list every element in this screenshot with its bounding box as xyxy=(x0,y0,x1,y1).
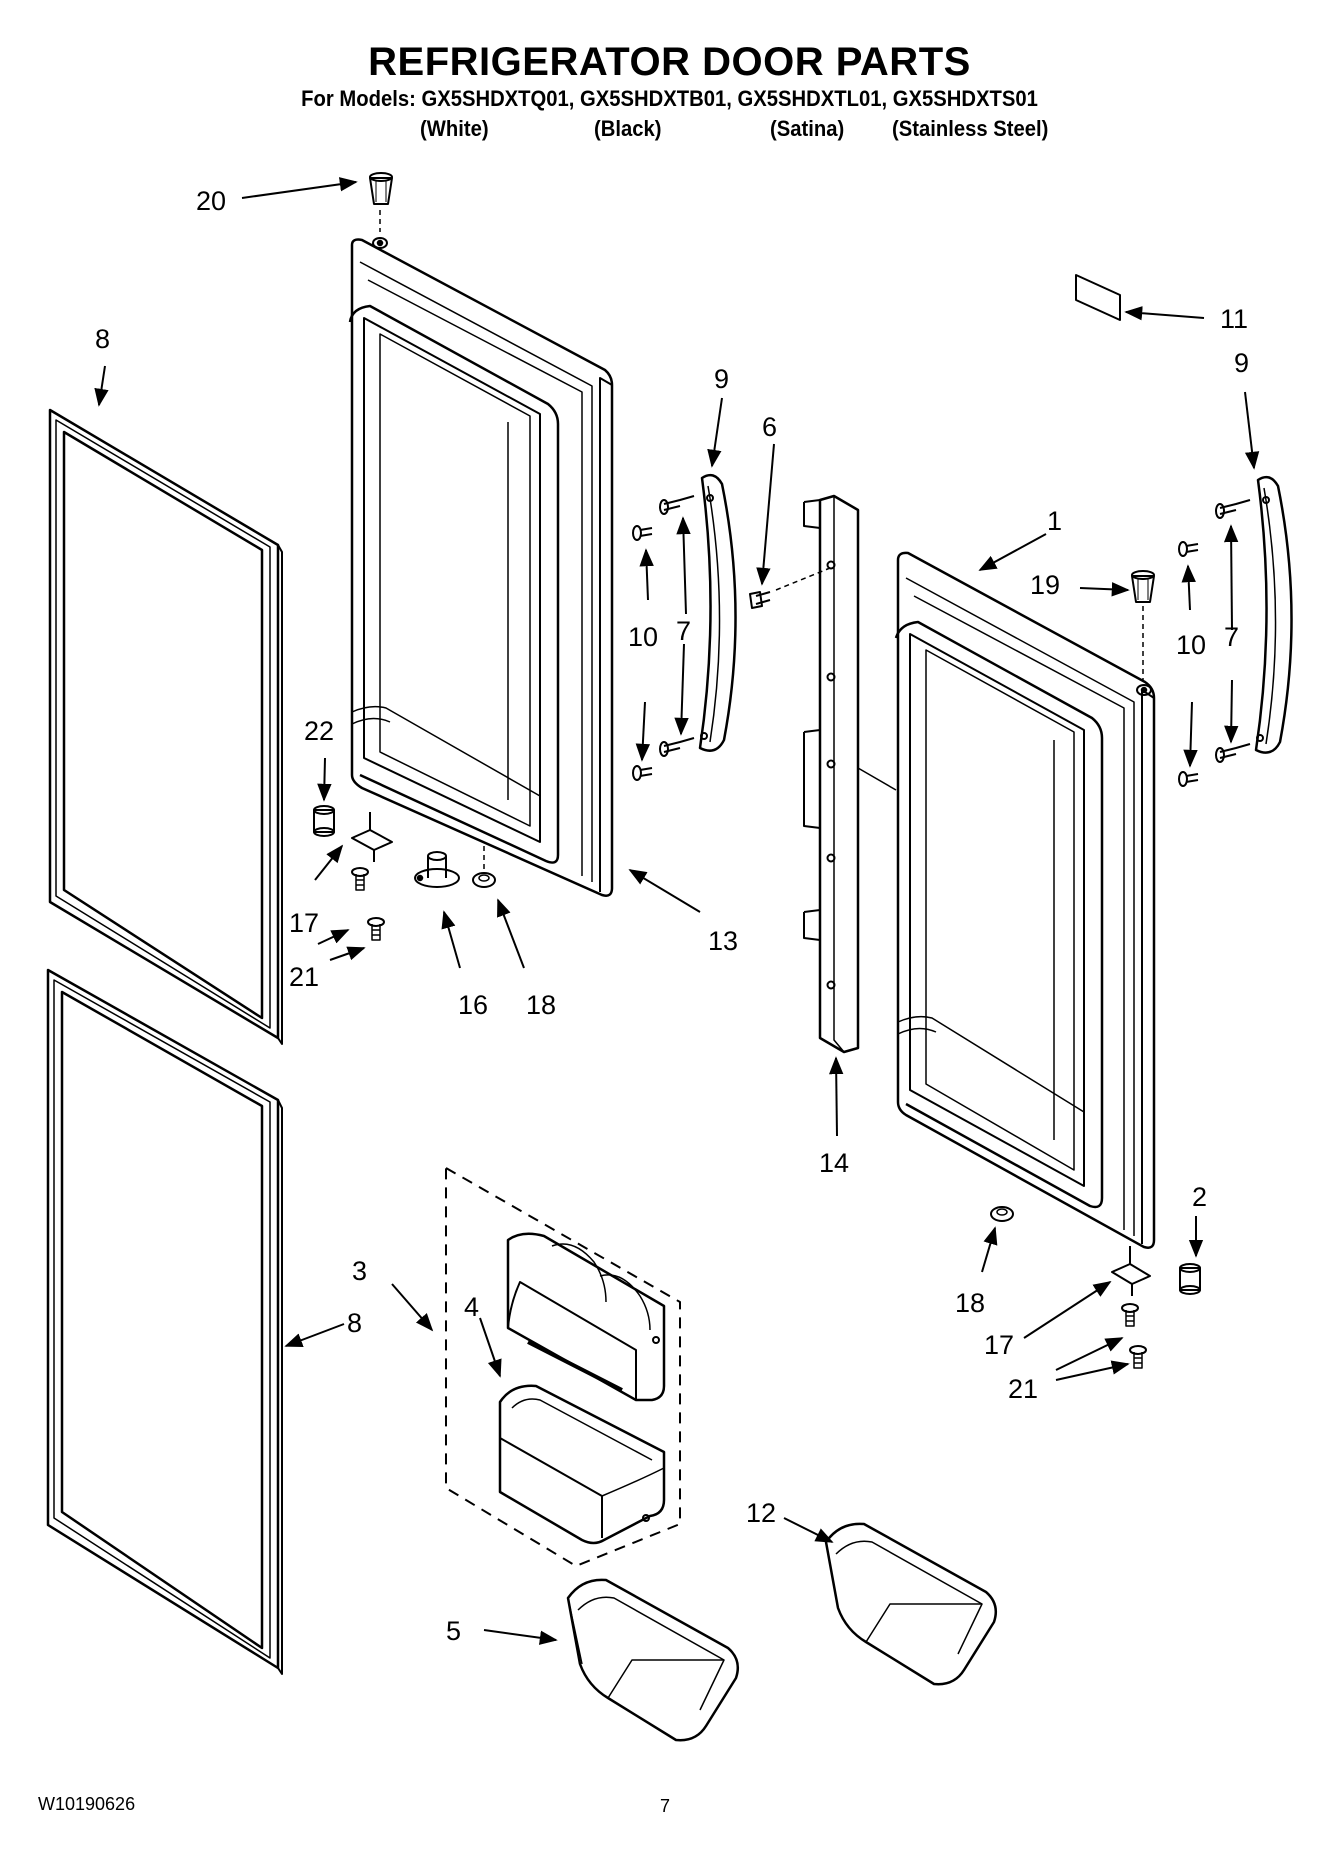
diagram-header: REFRIGERATOR DOOR PARTS For Models: GX5S… xyxy=(0,40,1339,112)
callout-3: 3 xyxy=(352,1256,367,1286)
bottom-hinge-bracket-left xyxy=(351,812,393,862)
left-door xyxy=(348,237,614,897)
callout-16: 16 xyxy=(458,990,488,1020)
callout-8-upper: 8 xyxy=(95,324,110,354)
callout-9-left: 9 xyxy=(714,364,729,394)
dispenser-tray xyxy=(498,1384,666,1545)
washer-left xyxy=(472,872,496,888)
bottom-hinge-bracket-right xyxy=(1111,1246,1151,1296)
callout-21-right: 21 xyxy=(1008,1374,1038,1404)
right-door-handle xyxy=(1254,475,1293,754)
handle-screws-left xyxy=(632,495,695,781)
callout-17-left: 17 xyxy=(289,908,319,938)
callout-14: 14 xyxy=(819,1148,849,1178)
bottom-hinge-bushing-left xyxy=(313,805,335,837)
callout-13: 13 xyxy=(708,926,738,956)
color-variants: (White) (Black) (Satina) (Stainless Stee… xyxy=(0,116,1339,144)
model-list: For Models: GX5SHDXTQ01, GX5SHDXTB01, GX… xyxy=(301,86,1038,111)
top-hinge-bushing-left xyxy=(369,172,393,205)
variant-white: (White) xyxy=(420,116,489,141)
variant-satina: (Satina) xyxy=(770,116,845,141)
variant-black: (Black) xyxy=(594,116,662,141)
dispenser-assembly-outline xyxy=(445,1167,681,1567)
callout-2: 2 xyxy=(1192,1182,1207,1212)
top-hinge-bushing-right xyxy=(1131,570,1155,603)
door-bin-right xyxy=(824,1522,997,1686)
dispenser-housing xyxy=(506,1232,666,1402)
variant-stainless-steel: (Stainless Steel) xyxy=(892,116,1049,141)
callout-6: 6 xyxy=(762,412,777,442)
callout-10-left: 10 xyxy=(628,622,658,652)
page-title: REFRIGERATOR DOOR PARTS xyxy=(368,40,971,84)
callout-17-right: 17 xyxy=(984,1330,1014,1360)
lower-door-gasket xyxy=(46,968,283,1675)
callout-7-left: 7 xyxy=(676,616,691,646)
callout-21-left: 21 xyxy=(289,962,319,992)
callout-12: 12 xyxy=(746,1498,776,1528)
bottom-hinge-bushing-right xyxy=(1179,1263,1201,1295)
callout-9-right: 9 xyxy=(1234,348,1249,378)
left-door-handle xyxy=(698,473,737,752)
callout-19: 19 xyxy=(1030,570,1060,600)
callout-8-lower: 8 xyxy=(347,1308,362,1338)
callout-5: 5 xyxy=(446,1616,461,1646)
mullion-screw xyxy=(749,567,831,609)
washer-right xyxy=(990,1206,1014,1222)
center-mullion-strip xyxy=(803,494,897,1054)
callout-labels: 20 8 11 9 9 6 1 19 10 7 10 7 22 17 21 16… xyxy=(95,186,1249,1646)
callout-22: 22 xyxy=(304,716,334,746)
upper-door-gasket xyxy=(48,408,283,1045)
right-door xyxy=(894,551,1156,1249)
rating-label-plate xyxy=(1075,274,1121,321)
callout-7-right: 7 xyxy=(1224,622,1239,652)
callout-18-right: 18 xyxy=(955,1288,985,1318)
handle-screws-right xyxy=(1178,499,1251,787)
callout-20: 20 xyxy=(196,186,226,216)
hinge-screws-right xyxy=(1121,1303,1147,1369)
hinge-screws-left xyxy=(351,867,385,941)
callout-4: 4 xyxy=(464,1292,479,1322)
callout-10-right: 10 xyxy=(1176,630,1206,660)
door-pivot-stop xyxy=(414,851,460,888)
leader-arrows xyxy=(94,177,1260,1645)
callout-1: 1 xyxy=(1047,506,1062,536)
callout-11: 11 xyxy=(1220,304,1248,334)
callout-18-left: 18 xyxy=(526,990,556,1020)
page-number: 7 xyxy=(660,1796,671,1816)
document-number: W10190626 xyxy=(38,1794,136,1814)
door-bin-lower xyxy=(566,1578,739,1742)
